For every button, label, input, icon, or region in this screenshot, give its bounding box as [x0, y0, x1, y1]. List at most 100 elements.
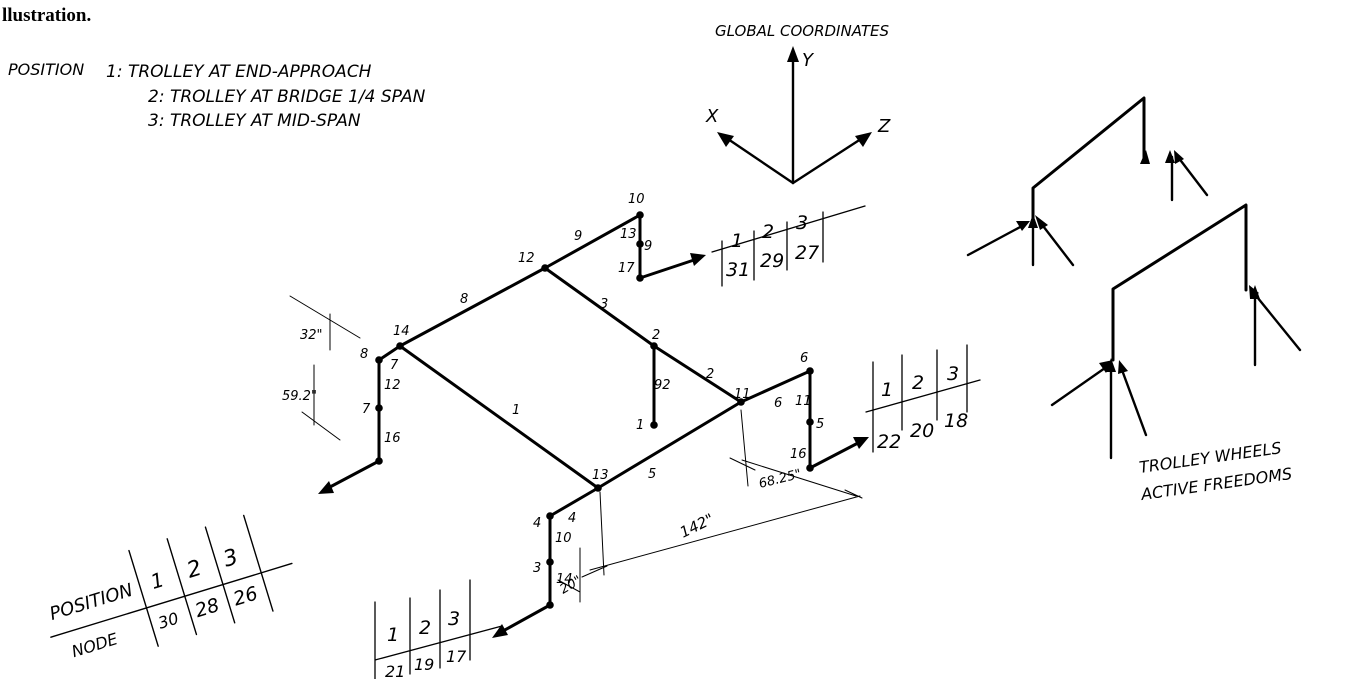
dimension-20-line — [557, 547, 581, 603]
top-table-node-2: 29 — [760, 250, 784, 272]
element-label: 6 — [774, 396, 782, 411]
member-14-8 — [377, 344, 402, 362]
x-axis-label: X — [705, 106, 719, 127]
positions-prefix: POSITION — [8, 60, 84, 79]
trolley-wheels-upper — [966, 96, 1209, 267]
right-table-node-3: 18 — [944, 410, 968, 432]
member-12-2 — [543, 266, 656, 348]
top-table-pos-2: 2 — [762, 221, 774, 243]
right-table-pos-1: 1 — [881, 379, 893, 401]
right-table-pos-3: 3 — [947, 363, 959, 385]
position-2-text: 2: TROLLEY AT BRIDGE 1/4 SPAN — [148, 87, 426, 107]
trolley-wheels-lower — [1050, 203, 1302, 460]
node-dot — [546, 512, 554, 520]
arrow-bottom-head — [492, 624, 508, 638]
top-table-node-3: 27 — [795, 242, 819, 264]
trolley-upper-frame — [1031, 96, 1146, 224]
node-label: 10 — [628, 192, 645, 207]
main-node-table: POSITION NODE 1 2 3 30 28 26 — [47, 514, 293, 661]
top-table-pos-3: 3 — [796, 212, 808, 234]
bottom-table-pos-3: 3 — [448, 608, 460, 630]
bottom-table-node-1: 21 — [385, 662, 405, 679]
element-label: 16 — [384, 431, 401, 446]
node-dot — [806, 367, 814, 375]
node-label: 13 — [592, 468, 609, 483]
trolley-caption: TROLLEY WHEELS ACTIVE FREEDOMS — [1138, 438, 1293, 504]
frame-members — [377, 213, 812, 607]
dimensions: 32" 59.2" 68.25" 142" 20" — [282, 295, 863, 603]
x-axis-arrowhead — [717, 132, 734, 147]
node-dot — [541, 264, 549, 272]
node-dot — [546, 601, 554, 609]
bottom-table-rule — [374, 579, 503, 679]
heading: llustration. — [2, 5, 91, 26]
dimension-32-line — [289, 295, 361, 351]
dimension-59: 59.2" — [282, 389, 317, 404]
member-13-4 — [548, 486, 600, 518]
bottom-table-pos-1: 1 — [387, 624, 399, 646]
z-axis-line — [791, 135, 866, 185]
node-dot — [396, 342, 404, 350]
right-node-table: 1 2 3 22 20 18 — [865, 344, 981, 453]
dimension-142-line — [581, 491, 861, 578]
element-label: 10 — [555, 531, 572, 546]
dimension-59-line — [301, 364, 341, 441]
element-label: 5 — [816, 417, 824, 432]
node-label: 14 — [393, 324, 410, 339]
right-table-rule — [865, 344, 981, 453]
main-table-pos-1: 1 — [148, 567, 167, 594]
element-label: 92 — [654, 378, 671, 393]
node-label: 17 — [618, 261, 635, 276]
main-table-row2-label: NODE — [69, 629, 120, 661]
node-label: 12 — [518, 251, 535, 266]
arrow-right-line — [808, 441, 860, 470]
node-dot — [375, 457, 383, 465]
node-dot — [636, 240, 644, 248]
node-dot — [594, 484, 602, 492]
node-dot — [806, 418, 814, 426]
node-dot — [375, 356, 383, 364]
node-dot — [650, 342, 658, 350]
axes-title: GLOBAL COORDINATES — [715, 22, 890, 40]
top-table-node-1: 31 — [726, 259, 750, 281]
arrow-bottom-line — [501, 603, 552, 633]
right-table-node-1: 22 — [877, 431, 901, 453]
trolley-lower-arrows — [1050, 290, 1302, 460]
right-table-pos-2: 2 — [912, 372, 924, 394]
element-label: 11 — [795, 394, 812, 409]
main-table-node-3: 26 — [231, 582, 261, 610]
element-label: 5 — [648, 467, 656, 482]
element-label: 12 — [384, 378, 401, 393]
arrow-top-line — [638, 258, 696, 280]
node-label: 2 — [652, 328, 660, 343]
node-label: 4 — [533, 516, 541, 531]
arrow-top-head — [690, 253, 706, 266]
top-table-rule — [711, 205, 866, 287]
bottom-node-table: 1 2 3 21 19 17 — [374, 579, 503, 679]
top-table-pos-1: 1 — [731, 230, 743, 252]
node-dot — [737, 398, 745, 406]
element-label: 9 — [644, 239, 652, 254]
y-axis-label: Y — [802, 50, 815, 71]
node-points — [375, 211, 814, 609]
right-table-node-2: 20 — [910, 420, 934, 442]
frame-labels: 10 13 9 17 9 12 8 3 2 14 8 7 12 7 16 92 … — [360, 192, 824, 587]
node-label: 3 — [533, 561, 541, 576]
x-axis-line — [723, 135, 795, 185]
position-1-text: 1: TROLLEY AT END-APPROACH — [106, 62, 372, 82]
element-label: 8 — [460, 292, 468, 307]
node-label: 7 — [362, 402, 371, 417]
member-13-11 — [596, 400, 743, 490]
member-14-13 — [398, 344, 600, 490]
positions-legend: POSITION 1: TROLLEY AT END-APPROACH 2: T… — [8, 60, 426, 131]
main-table-pos-3: 3 — [220, 545, 241, 573]
element-label: 7 — [390, 358, 399, 373]
bottom-table-pos-2: 2 — [419, 617, 431, 639]
arrow-right-head — [853, 437, 869, 449]
node-dot — [636, 274, 644, 282]
member-11-6 — [739, 369, 812, 404]
bottom-table-node-3: 17 — [446, 647, 467, 666]
element-label: 14 — [556, 572, 573, 587]
node-label: 1 — [636, 418, 644, 433]
member-12-10 — [543, 213, 642, 270]
